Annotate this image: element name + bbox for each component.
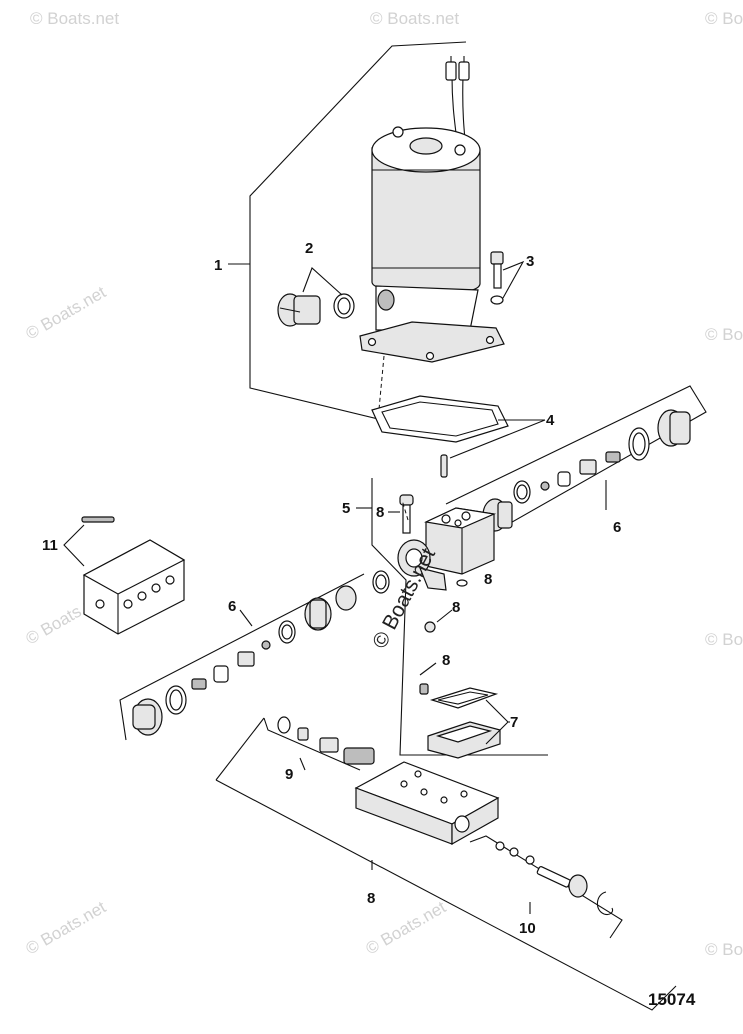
callout-4: 4 — [546, 412, 555, 429]
valve-body — [397, 507, 497, 591]
bracket-part-9 — [263, 717, 361, 771]
watermark: © Boats.net — [705, 325, 743, 344]
callout-3: 3 — [526, 253, 534, 270]
callout-7: 7 — [510, 714, 518, 731]
bracket-part-8-main — [215, 717, 677, 1011]
watermark: © Boats.net — [705, 940, 743, 959]
part-10-manual-release — [495, 841, 614, 916]
callout-5: 5 — [342, 500, 350, 517]
watermark: © Boats.net — [705, 9, 743, 28]
callout-9: 9 — [285, 766, 293, 783]
part-7-filter — [427, 687, 510, 759]
callout-6-lower: 6 — [228, 598, 236, 615]
part-8-screw-upper — [388, 494, 414, 534]
pump-motor — [359, 56, 505, 421]
callout-8-upper: 8 — [376, 504, 384, 521]
check-valve-assembly-lower — [132, 570, 390, 736]
callout-8-lower: 8 — [442, 652, 450, 669]
part-3-screw — [490, 251, 525, 305]
bracket-part-6-upper — [445, 385, 707, 531]
callout-8-mid: 8 — [452, 599, 460, 616]
check-valve-assembly-upper — [482, 409, 691, 532]
figure-number: 15074 — [648, 990, 696, 1009]
watermark: © Boats.net — [363, 897, 450, 958]
watermark: © Boats.net — [23, 282, 110, 343]
part-9-relief-valve — [277, 716, 375, 765]
watermark: © Boats.net — [370, 9, 459, 28]
part-11-block — [63, 516, 186, 635]
bracket-part-6-lower — [119, 573, 365, 741]
part-2-plug — [277, 267, 355, 327]
callout-11: 11 — [42, 537, 58, 554]
bracket-part-1 — [228, 41, 467, 435]
part-8-small-parts — [419, 609, 453, 695]
watermark: © Boats.net — [30, 9, 119, 28]
watermark: © Boats.net — [705, 630, 743, 649]
callout-2: 2 — [305, 240, 313, 257]
bracket-part-10 — [469, 835, 623, 939]
callout-6-upper: 6 — [613, 519, 621, 536]
manifold-plate — [354, 761, 500, 846]
callout-8-main: 8 — [367, 890, 375, 907]
callout-10: 10 — [519, 920, 536, 937]
callout-1: 1 — [214, 257, 222, 274]
part-4-gasket — [371, 395, 546, 478]
callout-8-valve-body: 8 — [484, 571, 492, 588]
watermark: © Boats.net — [23, 897, 110, 958]
